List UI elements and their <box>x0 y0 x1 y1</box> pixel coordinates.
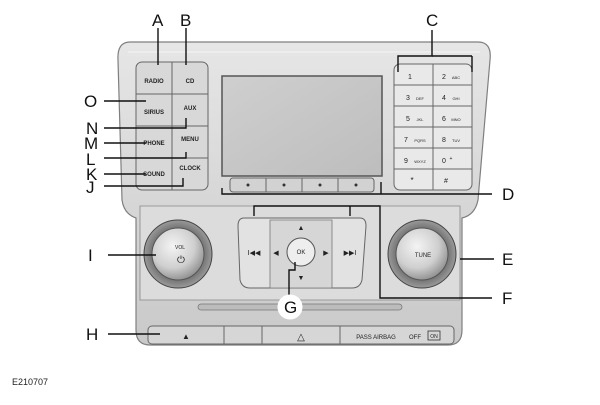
nav-up-icon: ▲ <box>298 225 305 232</box>
hazard-icon: △ <box>297 332 305 343</box>
callout-f: F <box>502 289 513 308</box>
menu-button-label: MENU <box>181 137 199 143</box>
key-5-letters: JKL <box>417 117 425 122</box>
tune-knob <box>387 219 457 289</box>
tune-label: TUNE <box>415 253 431 259</box>
volume-knob <box>143 219 213 289</box>
power-icon: ⏻ <box>177 255 185 266</box>
key-7-letters: PQRS <box>414 138 426 143</box>
key-8-letters: TUV <box>452 138 460 143</box>
key-8-label: 8 <box>442 137 446 144</box>
nav-right-icon: ▶ <box>323 250 329 257</box>
key-7-label: 7 <box>404 137 408 144</box>
key-4-letters: GHI <box>452 96 459 101</box>
callout-b: B <box>180 11 192 30</box>
aux-button-label: AUX <box>184 106 197 112</box>
key-9-label: 9 <box>404 158 408 165</box>
callout-g: G <box>284 298 298 317</box>
key-2-letters: ABC <box>452 75 460 80</box>
key-0-label: 0 <box>442 158 446 165</box>
callout-d: D <box>502 185 515 204</box>
callout-i: I <box>88 246 93 265</box>
key-1-label: 1 <box>408 74 412 81</box>
ok-label: OK <box>297 250 306 256</box>
keypad-cluster <box>393 63 473 191</box>
key-6-label: 6 <box>442 116 446 123</box>
callout-e: E <box>502 250 514 269</box>
callout-c: C <box>426 11 439 30</box>
figure-id: E210707 <box>12 377 49 387</box>
leader-lines <box>104 28 494 335</box>
airbag-on-label: ON <box>430 334 438 340</box>
callout-h: H <box>86 325 99 344</box>
callout-k: K <box>86 165 98 184</box>
key-hash-label: # <box>444 178 448 185</box>
navigation-cluster <box>237 217 367 289</box>
key-star-label: * <box>410 176 413 185</box>
sound-button-label: SOUND <box>143 172 165 178</box>
pass-airbag-label: PASS AIRBAG <box>356 335 396 341</box>
key-4-label: 4 <box>442 95 446 102</box>
callout-g-bubble <box>277 294 303 320</box>
radio-button-label: RADIO <box>144 79 164 85</box>
callout-j: J <box>86 178 95 197</box>
callout-o: O <box>84 92 98 111</box>
key-0-plus: + <box>450 156 453 162</box>
airbag-off-label: OFF <box>409 335 421 341</box>
cd-button-label: CD <box>186 79 195 85</box>
sirius-button-label: SIRIUS <box>144 110 164 116</box>
soft-key-row <box>229 177 375 193</box>
key-3-letters: DEF <box>416 96 425 101</box>
callout-m: M <box>84 134 99 153</box>
key-2-label: 2 <box>442 74 446 81</box>
clock-button-label: CLOCK <box>179 166 201 172</box>
eject-icon: ▲ <box>182 332 190 341</box>
seek-back-icon: I◀◀ <box>248 250 261 257</box>
key-3-label: 3 <box>406 95 410 102</box>
key-5-label: 5 <box>406 116 410 123</box>
display-screen <box>221 75 383 177</box>
seek-forward-icon: ▶▶I <box>344 250 357 257</box>
bottom-button-bar <box>147 325 455 345</box>
phone-button-label: PHONE <box>143 141 164 147</box>
nav-down-icon: ▼ <box>298 275 305 282</box>
vol-label: VOL <box>175 245 185 251</box>
callout-l: L <box>86 150 96 169</box>
key-9-letters: WXYZ <box>414 159 426 164</box>
nav-left-icon: ◀ <box>273 250 279 257</box>
key-6-letters: MNO <box>451 117 460 122</box>
callout-a: A <box>152 11 164 30</box>
callout-n: N <box>86 119 99 138</box>
